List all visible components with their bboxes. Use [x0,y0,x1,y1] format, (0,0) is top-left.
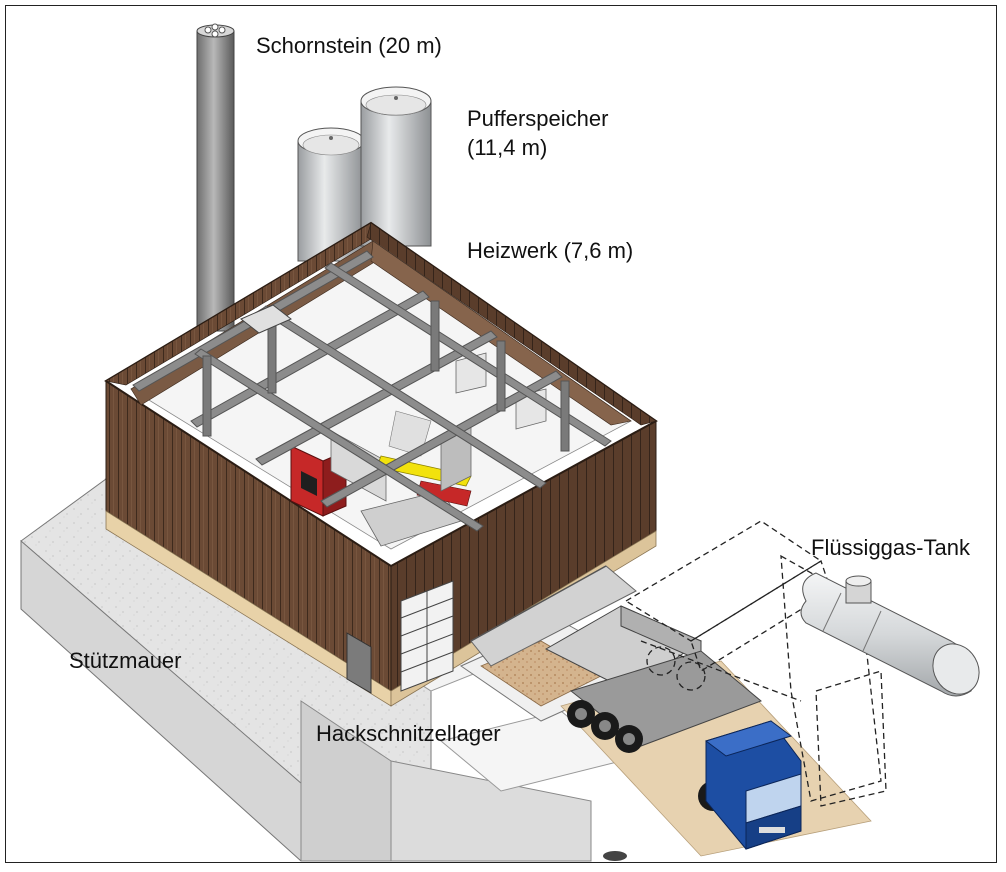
label-buffer-storage-line1: Pufferspeicher [467,106,609,131]
tipping-truck-outline [624,520,887,807]
chimney [196,23,235,332]
label-gas-tank: Flüssiggas-Tank [811,535,970,560]
plant-illustration [20,23,980,862]
manhole [603,851,627,861]
dump-truck [544,605,802,850]
label-chip-storage: Hackschnitzellager [316,721,501,746]
label-heating-plant: Heizwerk (7,6 m) [467,238,634,263]
gas-tank [800,572,980,697]
building-openings [346,580,454,694]
label-chimney: Schornstein (20 m) [256,33,442,58]
roof-steel-frame [132,250,612,532]
buffer-tanks [297,86,432,262]
label-buffer-storage-line2: (11,4 m) [467,135,548,160]
label-retaining-wall: Stützmauer [69,648,182,673]
label-buffer-storage: Pufferspeicher (11,4 m) [467,104,608,162]
diagram-frame: Schornstein (20 m) Pufferspeicher (11,4 … [5,5,997,863]
